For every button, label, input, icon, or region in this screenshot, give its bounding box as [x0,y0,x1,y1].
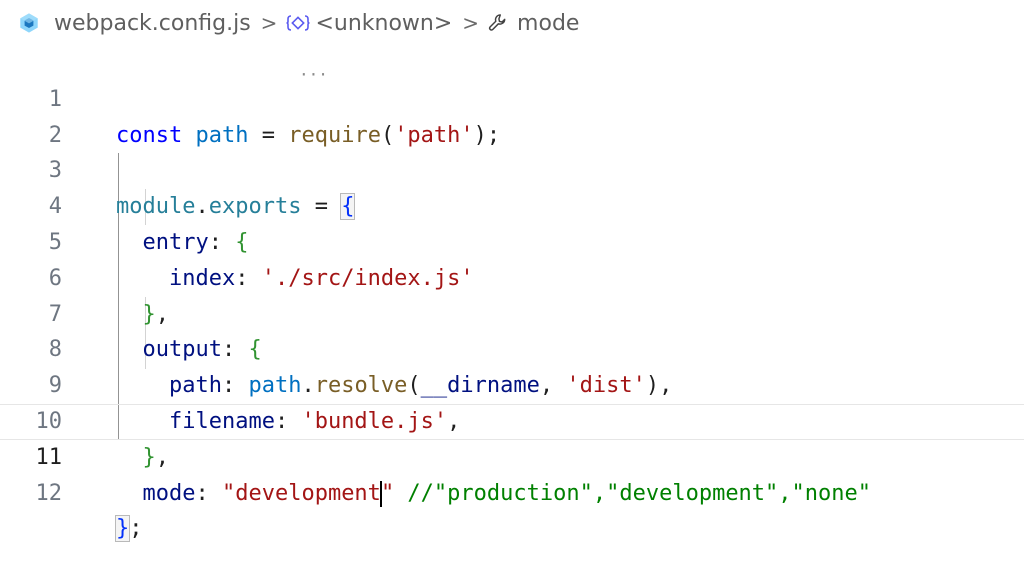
line-number: 9 [48,373,62,399]
line-number: 11 [35,444,63,470]
chevron-right-icon: > [260,11,278,35]
breadcrumb-symbol-label: <unknown> [315,10,453,36]
token-brace: } [142,444,156,470]
token-paren: ( [380,122,395,148]
token-string: "development [221,480,381,506]
quick-fix-dots-icon[interactable]: ··· [299,65,328,84]
token-comment: //"production","development","none" [394,480,872,506]
code-line[interactable]: 2 [0,82,1024,148]
code-line[interactable]: 4 entry: { [0,153,1024,255]
code-editor[interactable]: 1 const path = require('path'); ··· 2 3 … [0,46,1024,543]
token-string: 'path' [394,122,474,148]
chevron-right-icon: > [462,11,480,35]
code-line[interactable]: 10 }, [0,368,1024,470]
token-property: mode [142,480,196,506]
breadcrumb-property[interactable]: mode [487,11,579,36]
line-number: 2 [48,122,62,148]
token-operator: = [248,122,289,148]
code-text: }, [116,297,170,333]
code-text: }; [114,511,143,547]
indent-guide [145,189,146,225]
code-line[interactable]: 7 output: { [0,261,1024,363]
code-text: filename: 'bundle.js', [116,404,460,440]
token-colon: : [235,265,262,291]
token-property: index [168,265,236,291]
line-number: 8 [48,337,62,363]
line-number: 5 [48,229,62,255]
token-variable: __dirname [420,373,540,399]
wrench-icon [488,14,506,31]
breadcrumb-property-label: mode [517,10,580,36]
token-comma: , [155,444,169,470]
token-colon: : [274,408,302,434]
breadcrumb-symbol[interactable]: <unknown> [285,11,452,36]
token-property: path [168,373,222,399]
token-punctuation: ); [473,122,501,148]
token-variable: path [248,373,302,399]
code-line[interactable]: 1 const path = require('path'); ··· [0,46,1024,148]
line-number: 4 [48,194,62,220]
token-punctuation: ), [645,373,673,399]
code-text: entry: { [116,225,249,261]
line-number: 10 [35,408,63,434]
code-text: index: './src/index.js' [116,261,474,297]
code-line[interactable]: 8 path: path.resolve(__dirname, 'dist'), [0,297,1024,398]
matched-bracket: } [114,515,131,543]
token-property: filename [168,408,275,434]
line-number: 6 [48,265,62,291]
token-semicolon: ; [129,516,143,542]
token-comma: , [539,373,567,399]
token-function: resolve [314,373,408,399]
token-property: entry [142,229,209,255]
token-indent [116,481,143,506]
token-keyword: const [116,122,183,148]
token-dot: . [301,373,315,399]
token-dot: . [195,194,209,220]
code-line[interactable]: 6 }, [0,225,1024,327]
code-line[interactable]: 9 filename: 'bundle.js', [0,332,1024,434]
code-text: module.exports = { [116,189,356,225]
line-number: 1 [48,86,62,112]
code-line[interactable]: 3 module.exports = { [0,118,1024,221]
token-identifier: exports [208,194,302,220]
indent-guide [145,297,146,369]
token-property: output [142,337,222,363]
token-brace: } [142,301,156,327]
breadcrumb: webpack.config.js > <unknown> > mode [0,0,1024,46]
token-string: 'bundle.js' [301,408,448,434]
line-number: 7 [48,301,62,327]
token-variable: path [195,122,249,148]
token-string: " [380,480,395,506]
breadcrumb-file-label: webpack.config.js [54,10,251,36]
code-line[interactable]: 5 index: './src/index.js' [0,189,1024,291]
token-comma: , [155,301,169,327]
token-string: 'dist' [566,373,646,399]
namespace-icon [286,15,310,31]
token-paren: ( [407,373,421,399]
line-number: 3 [48,158,62,184]
code-text: path: path.resolve(__dirname, 'dist'), [116,368,672,404]
token-colon: : [208,229,236,255]
token-operator: = [301,194,342,220]
token-brace: { [235,229,249,255]
token-colon: : [221,373,249,399]
token-string: './src/index.js' [261,265,474,291]
token-identifier: module [116,194,196,220]
token-comma: , [447,408,461,434]
line-number: 12 [35,480,63,506]
token-colon: : [221,337,249,363]
breadcrumb-file[interactable]: webpack.config.js [0,11,251,36]
code-text: output: { [116,332,262,368]
code-text: }, [116,440,170,476]
token-colon: : [195,480,222,506]
token-brace: { [248,337,262,363]
webpack-icon [20,13,38,33]
code-text: const path = require('path'); [116,118,500,154]
code-line-current[interactable]: 11 mode: "development" //"production","d… [0,404,1024,507]
code-text: mode: "development" //"production","deve… [116,476,871,512]
indent-guide [118,153,119,439]
code-line[interactable]: 12 }; [0,440,1024,543]
token-function: require [288,122,381,148]
matched-bracket: { [340,193,356,221]
